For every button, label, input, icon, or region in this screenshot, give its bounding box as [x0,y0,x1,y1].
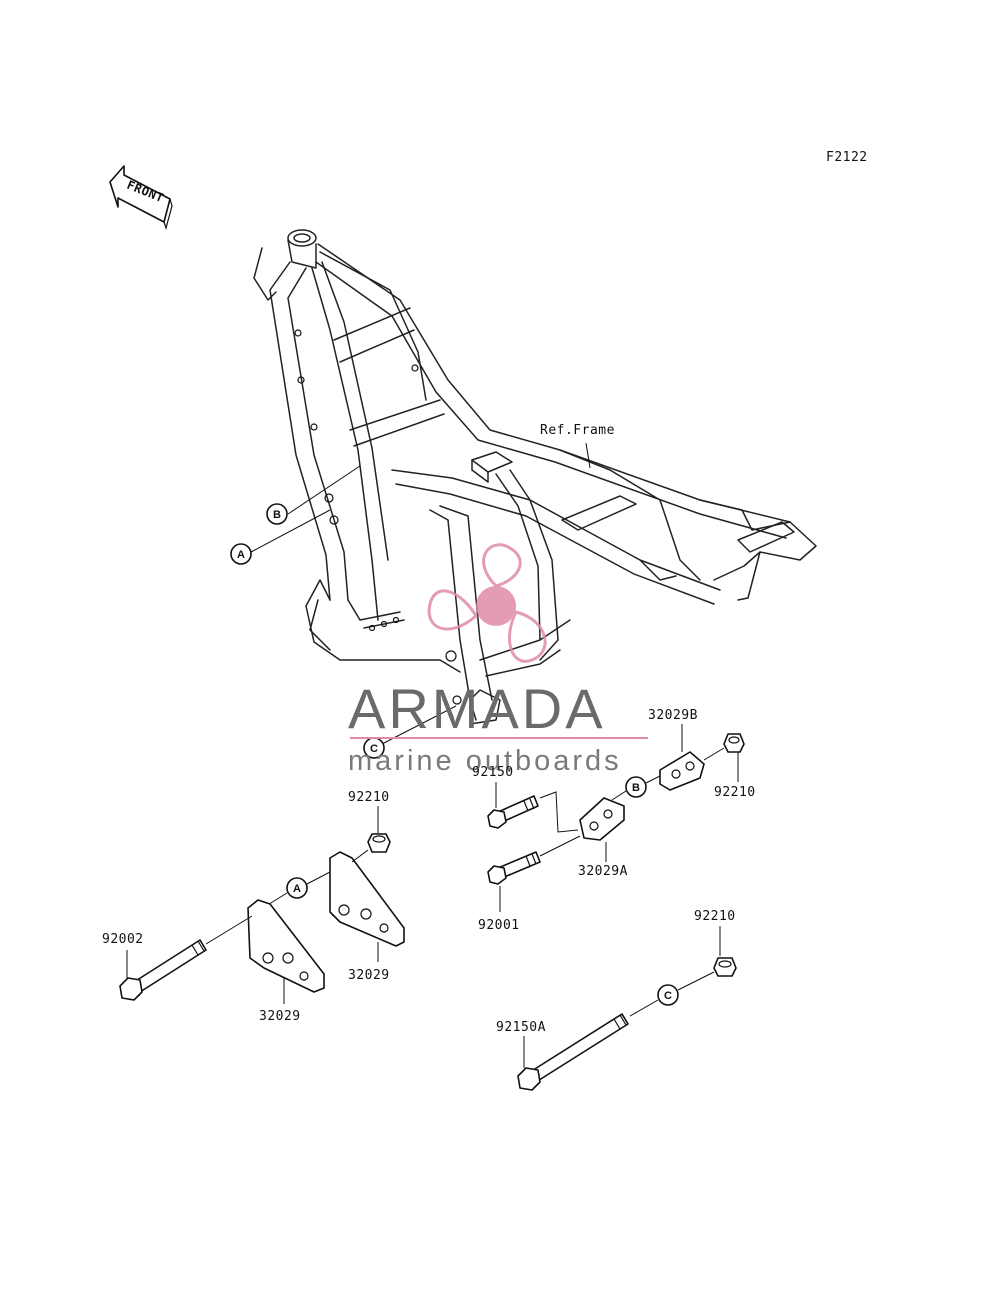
part-32029-bracket-rear [247,899,325,993]
callout-b-bracket: B [625,776,647,798]
label-32029b: 32029B [648,708,698,723]
watermark-divider [350,737,648,739]
label-32029a: 32029A [578,864,628,879]
label-92210-lower-right: 92210 [694,909,736,924]
svg-text:C: C [370,743,378,755]
part-92150-bolt [487,795,539,829]
callout-a-frame: A [230,543,252,565]
part-32029b-bracket [659,751,705,791]
ref-frame-label: Ref.Frame [540,423,615,438]
part-32029a-bracket [579,797,625,841]
watermark: ARMADA marine outboards [348,543,648,777]
label-92210-left: 92210 [348,790,390,805]
part-92001-bolt [487,851,541,885]
part-92210-nut-lower [713,957,737,977]
callout-a-bracket: A [286,877,308,899]
label-32029-rear: 32029 [259,1009,301,1024]
callout-b-frame: B [266,503,288,525]
svg-text:B: B [632,782,640,794]
watermark-tagline: marine outboards [348,745,622,777]
part-92210-nut-left [367,833,391,853]
watermark-brand: ARMADA [348,677,606,740]
label-92210-upper-right: 92210 [714,785,756,800]
label-92001: 92001 [478,918,520,933]
callout-c-bolt: C [657,984,679,1006]
label-32029-front: 32029 [348,968,390,983]
diagram-code: F2122 [826,150,868,165]
motorcycle-frame [253,229,817,725]
front-arrow-icon: FRONT [109,165,173,231]
part-92150a-bolt [517,1013,629,1091]
svg-text:B: B [273,509,281,521]
part-32029-bracket-front [329,851,405,947]
part-92002-bolt [119,939,207,1001]
svg-text:A: A [293,883,301,895]
label-92002: 92002 [102,932,144,947]
svg-text:C: C [664,990,672,1002]
label-92150a: 92150A [496,1020,546,1035]
watermark-logo-icon [427,543,547,663]
svg-text:A: A [237,549,245,561]
label-92150: 92150 [472,765,514,780]
part-92210-nut-upper [723,733,745,753]
